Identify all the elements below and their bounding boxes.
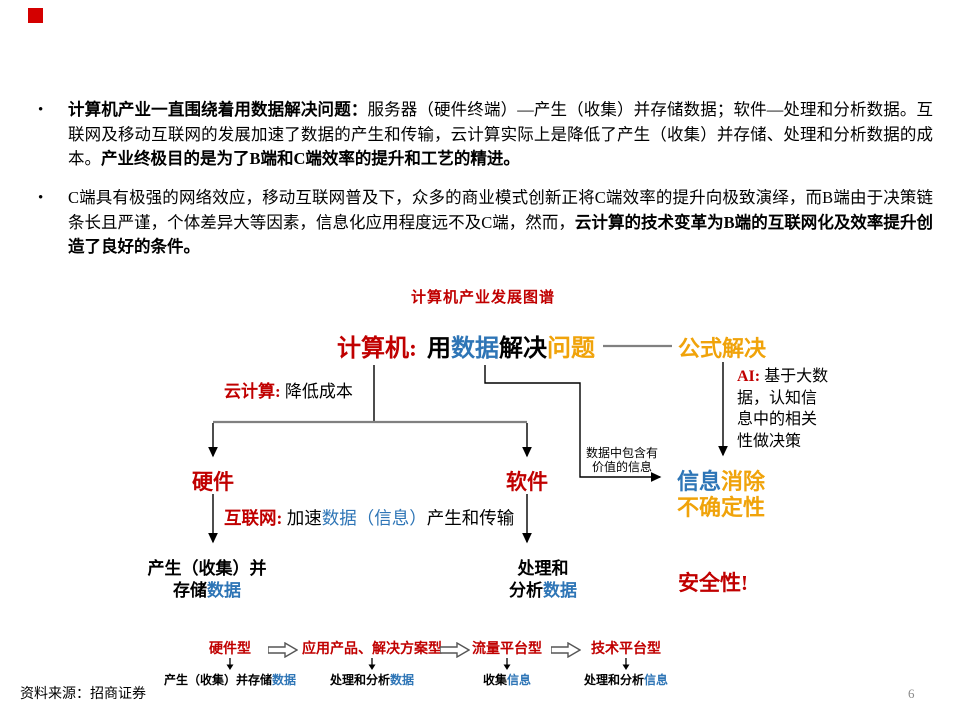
stage1-desc-blue: 数据 [272, 673, 297, 687]
stage-application-type: 应用产品、解决方案型 处理和分析数据 [302, 638, 442, 688]
stage-traffic-platform-type: 流量平台型 收集信息 [472, 638, 542, 688]
bullet2-body: C端具有极强的网络效应，移动互联网普及下，众多的商业模式创新正将C端效率的提升向… [68, 188, 933, 232]
down-arrow-icon [472, 658, 542, 671]
stage2-desc-black: 处理和分析 [329, 673, 390, 687]
formula-solve-label: 公式解决 [678, 336, 767, 361]
source-note: 资料来源：招商证券 [20, 687, 146, 702]
stage4-desc-black: 处理和分析 [583, 673, 644, 687]
heading-solve: 解决 [499, 336, 547, 362]
sw-result-line2-black: 分析 [509, 581, 543, 600]
value-note-line2: 价值的信息 [591, 460, 653, 474]
stage1-desc: 产生（收集）并存储数据 [164, 671, 296, 688]
flow-arrow-icon [439, 641, 471, 663]
heading-computer: 计算机: [337, 336, 417, 362]
value-note-line1: 数据中包含有 [585, 446, 659, 460]
valuable-info-note: 数据中包含有 价值的信息 [586, 446, 658, 474]
diagram-title: 计算机产业发展图谱 [410, 290, 555, 306]
stage3-desc-black: 收集 [482, 673, 507, 687]
down-arrow-icon [302, 658, 442, 671]
heading-use: 用 [427, 336, 451, 362]
stage-tech-platform-type: 技术平台型 处理和分析信息 [584, 638, 668, 688]
stage1-desc-black: 产生（收集）并存储 [163, 673, 272, 687]
brand-logo-square [28, 8, 43, 23]
internet-highlight: 数据（信息） [321, 508, 427, 528]
internet-label: 互联网: 加速数据（信息）产生和传输 [224, 505, 515, 530]
stage1-name: 硬件型 [209, 642, 251, 657]
security-label: 安全性! [678, 571, 748, 595]
hw-result-line2: 存储数据 [148, 580, 267, 602]
cloud-desc: 降低成本 [284, 382, 353, 401]
hw-result-line2-black: 存储 [173, 581, 207, 600]
bullet1-tail: 产业终极目的是为了B端和C端效率的提升和工艺的精进。 [101, 149, 520, 168]
internet-title: 互联网: [224, 508, 283, 528]
ai-note: AI: 基于大数据，认知信息中的相关性做决策 [737, 366, 829, 452]
stage2-name: 应用产品、解决方案型 [302, 642, 442, 657]
ai-label: AI: [737, 368, 761, 385]
stage3-desc: 收集信息 [472, 671, 542, 688]
flow-arrow-icon [267, 641, 299, 663]
cloud-computing-label: 云计算: 降低成本 [224, 377, 353, 402]
bullet2-tail: 云计算的技术变革为B端的互联网化及效率提升创造了良好的条件。 [68, 212, 933, 257]
flow-arrow-icon [550, 641, 582, 663]
stage-hardware-type: 硬件型 产生（收集）并存储数据 [164, 638, 296, 688]
info-uncertainty-label: 信息消除 不确定性 [677, 469, 765, 521]
stage4-desc: 处理和分析信息 [584, 671, 668, 688]
software-result: 处理和 分析数据 [509, 558, 577, 602]
ai-desc: 基于大数据，认知信息中的相关性做决策 [737, 368, 829, 450]
software-node: 软件 [506, 470, 548, 494]
hardware-result: 产生（收集）并 存储数据 [148, 558, 267, 602]
bullet1-lead: 计算机产业一直围绕着用数据解决问题： [68, 100, 368, 119]
bullet2-text: C端具有极强的网络效应，移动互联网普及下，众多的商业模式创新正将C端效率的提升向… [68, 186, 933, 260]
sw-result-line2: 分析数据 [509, 580, 577, 602]
sw-result-line1: 处理和 [517, 559, 569, 578]
bullet1-text: 计算机产业一直围绕着用数据解决问题：服务器（硬件终端）—产生（收集）并存储数据；… [68, 98, 933, 172]
info-result-orange1: 消除 [721, 469, 766, 494]
internet-pre: 加速 [286, 508, 322, 528]
bullet1-body: 服务器（硬件终端）—产生（收集）并存储数据；软件—处理和分析数据。互联网及移动互… [68, 100, 934, 168]
stage4-name: 技术平台型 [591, 642, 661, 657]
info-result-blue: 信息 [677, 469, 722, 494]
down-arrow-icon [584, 658, 668, 671]
bullet-point-1: • 计算机产业一直围绕着用数据解决问题：服务器（硬件终端）—产生（收集）并存储数… [38, 98, 938, 172]
stage2-desc: 处理和分析数据 [302, 671, 442, 688]
page-number: 6 [908, 686, 915, 701]
info-result-line2: 不确定性 [677, 495, 766, 520]
stage4-desc-blue: 信息 [644, 673, 669, 687]
down-arrow-icon [164, 658, 296, 671]
stage3-name: 流量平台型 [472, 642, 542, 657]
hardware-node: 硬件 [192, 470, 234, 494]
info-result-line1: 信息消除 [677, 469, 765, 495]
bullet-marker: • [38, 102, 44, 118]
sw-result-line2-blue: 数据 [543, 581, 577, 600]
stage2-desc-blue: 数据 [390, 673, 415, 687]
diagram-heading: 计算机: 用数据解决问题 [337, 328, 595, 363]
heading-data: 数据 [451, 336, 499, 362]
stage3-desc-blue: 信息 [507, 673, 532, 687]
bullet-marker: • [38, 190, 44, 206]
hw-result-line1: 产生（收集）并 [147, 559, 267, 578]
heading-problem: 问题 [547, 336, 595, 362]
hw-result-line2-blue: 数据 [207, 581, 241, 600]
internet-post: 产生和传输 [426, 508, 515, 528]
cloud-label: 云计算: [224, 382, 281, 401]
bullet-point-2: • C端具有极强的网络效应，移动互联网普及下，众多的商业模式创新正将C端效率的提… [38, 186, 938, 260]
